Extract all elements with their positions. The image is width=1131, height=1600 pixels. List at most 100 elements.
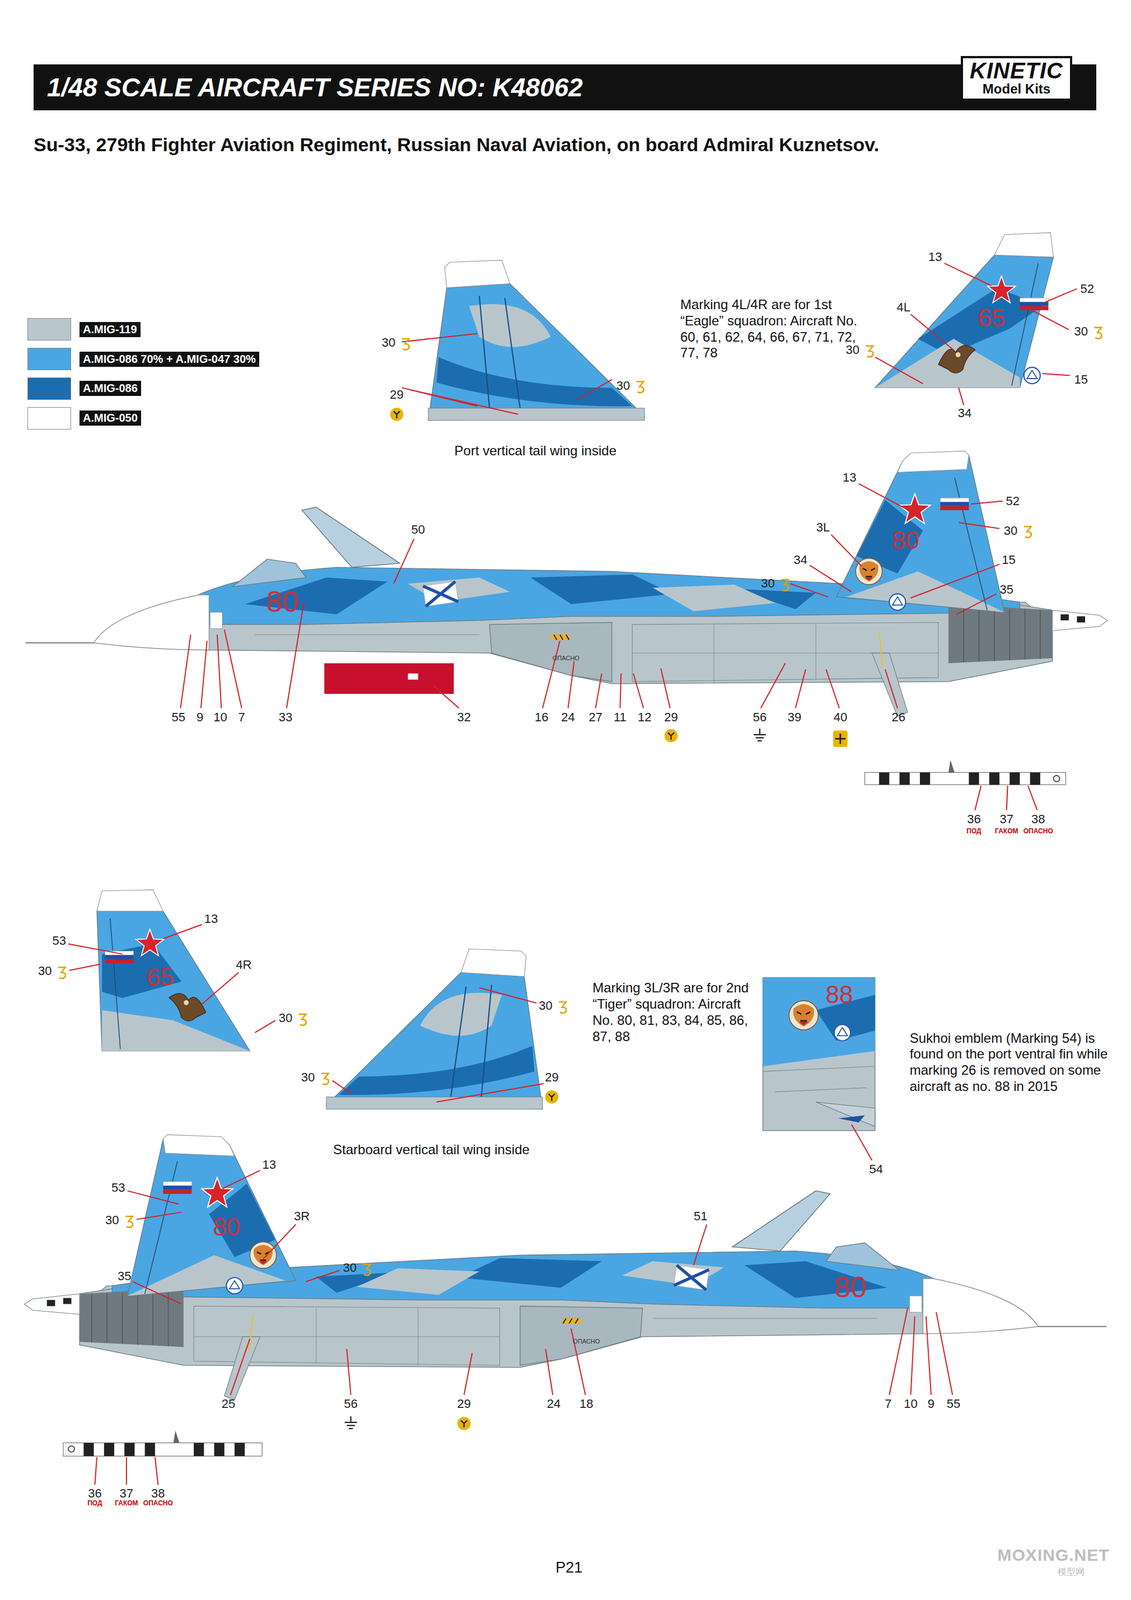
illustration-part: [875, 255, 1054, 389]
illustration-part: [790, 583, 829, 597]
callout-number: 29: [457, 1396, 471, 1411]
illustration-part: [875, 357, 924, 384]
illustration-part: [408, 673, 419, 680]
callout-number: 54: [868, 1161, 883, 1176]
stripe-word: ГАКОМ: [114, 1499, 138, 1508]
callout-number: 36: [966, 811, 981, 826]
leader-lines: [68, 263, 1077, 1485]
illustration-part: [96, 889, 163, 911]
illustration-part: [558, 1001, 567, 1013]
illustration-part: [402, 338, 410, 350]
callout-number: 7: [884, 1396, 892, 1411]
illustration-part: [1053, 775, 1060, 782]
stripe-word: ОПАСНО: [1023, 827, 1054, 836]
hook-stripe-1: [865, 759, 1067, 785]
callout-number: 13: [928, 249, 942, 264]
callout-number: 30: [278, 1010, 293, 1025]
illustration-part: [132, 1281, 182, 1305]
starboard-side-view: [24, 1134, 1107, 1400]
callout-number: 52: [1080, 281, 1094, 296]
callout-number: 13: [262, 1157, 277, 1172]
color-swatch: [27, 318, 72, 341]
callout-number: 9: [927, 1396, 935, 1411]
port-fin-outside: [875, 232, 1054, 388]
callout-number: 56: [343, 1396, 358, 1411]
color-swatch: [27, 377, 72, 400]
callout-number: 30: [538, 998, 553, 1013]
illustration-part: [63, 1442, 263, 1456]
callout-number: 53: [52, 933, 66, 948]
callout-number: 35: [117, 1268, 132, 1283]
illustration-part: [958, 387, 964, 405]
illustration-part: [68, 1445, 75, 1452]
illustration-part: [1024, 526, 1032, 538]
illustration-part: [162, 924, 202, 939]
callout-number: 9: [196, 709, 204, 724]
illustration-part: [390, 407, 404, 422]
illustration-part: [298, 1013, 307, 1026]
illustration-part: [1094, 327, 1102, 339]
brand-subtitle: Model Kits: [969, 81, 1064, 97]
callout-number: 29: [664, 709, 678, 724]
callout-number: 34: [957, 405, 972, 420]
illustration-part: [760, 662, 898, 708]
callout-number: 12: [637, 709, 652, 724]
fin-numeral: 80: [212, 1212, 241, 1242]
callout-number: 30: [760, 576, 775, 591]
callout-number: 51: [693, 1208, 708, 1223]
side-numeral: 80: [266, 585, 299, 619]
illustration-part: [362, 1264, 371, 1276]
port-side-view: [25, 450, 1109, 717]
callout-number: 29: [544, 1069, 559, 1084]
stencil-text: ОПАСНО: [552, 654, 580, 662]
illustration-part: [101, 1010, 250, 1051]
illustration-part: [110, 918, 121, 1049]
stripe-word: ПОД: [966, 827, 981, 836]
callout-number: 30: [1074, 324, 1088, 339]
view-caption: Port vertical tail wing inside: [454, 442, 617, 459]
hook-stripe-2: [63, 1430, 263, 1457]
fin-numeral: 65: [977, 304, 1006, 333]
illustration-part: [68, 943, 123, 954]
illustration-part: [809, 564, 852, 592]
illustration-part: [105, 950, 134, 964]
illustration-part: [222, 1170, 260, 1189]
illustration-part: [958, 522, 1000, 529]
illustration-part: [83, 1442, 245, 1456]
illustration-part: [693, 1223, 708, 1265]
callout-number: 52: [1005, 493, 1020, 508]
illustration-part: [305, 1269, 340, 1282]
callout-number: 3R: [293, 1208, 310, 1223]
stripe-word: ПОД: [87, 1499, 102, 1508]
illustration-part: [479, 987, 537, 1003]
subtitle: Su-33, 279th Fighter Aviation Regiment, …: [33, 133, 880, 156]
port-fin-inside: [428, 260, 645, 421]
note-text: Marking 4L/4R are for 1st “Eagle” squadr…: [680, 296, 866, 362]
callout-number: 7: [238, 709, 246, 724]
callout-number: 16: [534, 709, 549, 724]
illustration-part: [263, 1223, 296, 1259]
callout-number: 30: [616, 378, 630, 393]
callout-number: 30: [1003, 523, 1018, 538]
callout-number: 30: [38, 963, 52, 978]
callout-number: 38: [151, 1485, 165, 1500]
callout-number: 10: [213, 709, 227, 724]
callout-number: 33: [278, 709, 293, 724]
callout-number: 24: [561, 709, 575, 724]
illustration-part: [127, 1190, 179, 1204]
callout-number: 3L: [816, 520, 830, 535]
watermark: 模型网: [1057, 1566, 1085, 1577]
callout-number: 11: [613, 709, 627, 724]
callout-number: 13: [842, 470, 857, 485]
callout-number: 55: [171, 709, 186, 724]
illustration-part: [858, 483, 905, 509]
illustration-part: [69, 964, 101, 971]
callout-number: 39: [787, 709, 802, 724]
illustration-part: [938, 345, 976, 373]
illustration-part: [879, 772, 1041, 785]
illustration-part: [576, 379, 612, 400]
illustration-part: [762, 977, 875, 1131]
callout-number: 30: [381, 335, 396, 350]
callout-number: 36: [87, 1485, 102, 1500]
illustration-part: [254, 1020, 275, 1033]
